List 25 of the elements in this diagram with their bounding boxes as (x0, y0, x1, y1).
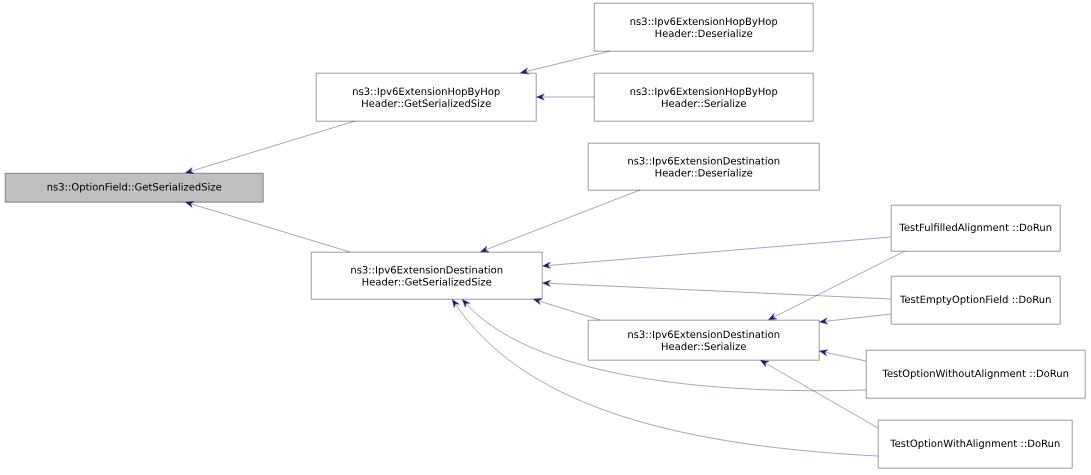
function-box: ns3::OptionField::GetSerializedSize (5, 173, 264, 203)
arrow (520, 50, 611, 75)
arrow (819, 313, 892, 325)
function-box: ns3::Ipv6ExtensionHopByHop Header::Serialize (594, 73, 814, 122)
function-box: TestOptionWithAlignment ::DoRun (878, 420, 1073, 469)
function-box: ns3::Ipv6ExtensionHopByHop Header::Deserialize (594, 3, 814, 52)
arrow (185, 201, 351, 253)
function-box: ns3::Ipv6ExtensionDestination Header::Serialize (588, 320, 820, 361)
arrow (536, 93, 595, 101)
function-box: TestOptionWithoutAlignment ::DoRun (866, 350, 1086, 399)
arrow (185, 120, 356, 174)
arrow (542, 236, 892, 269)
arrow (768, 250, 906, 320)
arrow (760, 360, 879, 429)
arrow (542, 280, 892, 300)
function-box: ns3::Ipv6ExtensionDestination Header::Deserialize (588, 143, 820, 191)
arrow (533, 298, 601, 321)
function-box: TestFulfilledAlignment ::DoRun (891, 205, 1061, 252)
function-box: TestEmptyOptionField ::DoRun (891, 276, 1061, 325)
arrow (462, 299, 867, 391)
function-box: ns3::Ipv6ExtensionHopByHop Header::GetSerializedSize (316, 73, 537, 122)
function-box: ns3::Ipv6ExtensionDestination Header::GetSerializedSize (311, 252, 543, 300)
arrow (452, 299, 879, 457)
arrow (819, 349, 867, 362)
arrow (480, 189, 641, 252)
